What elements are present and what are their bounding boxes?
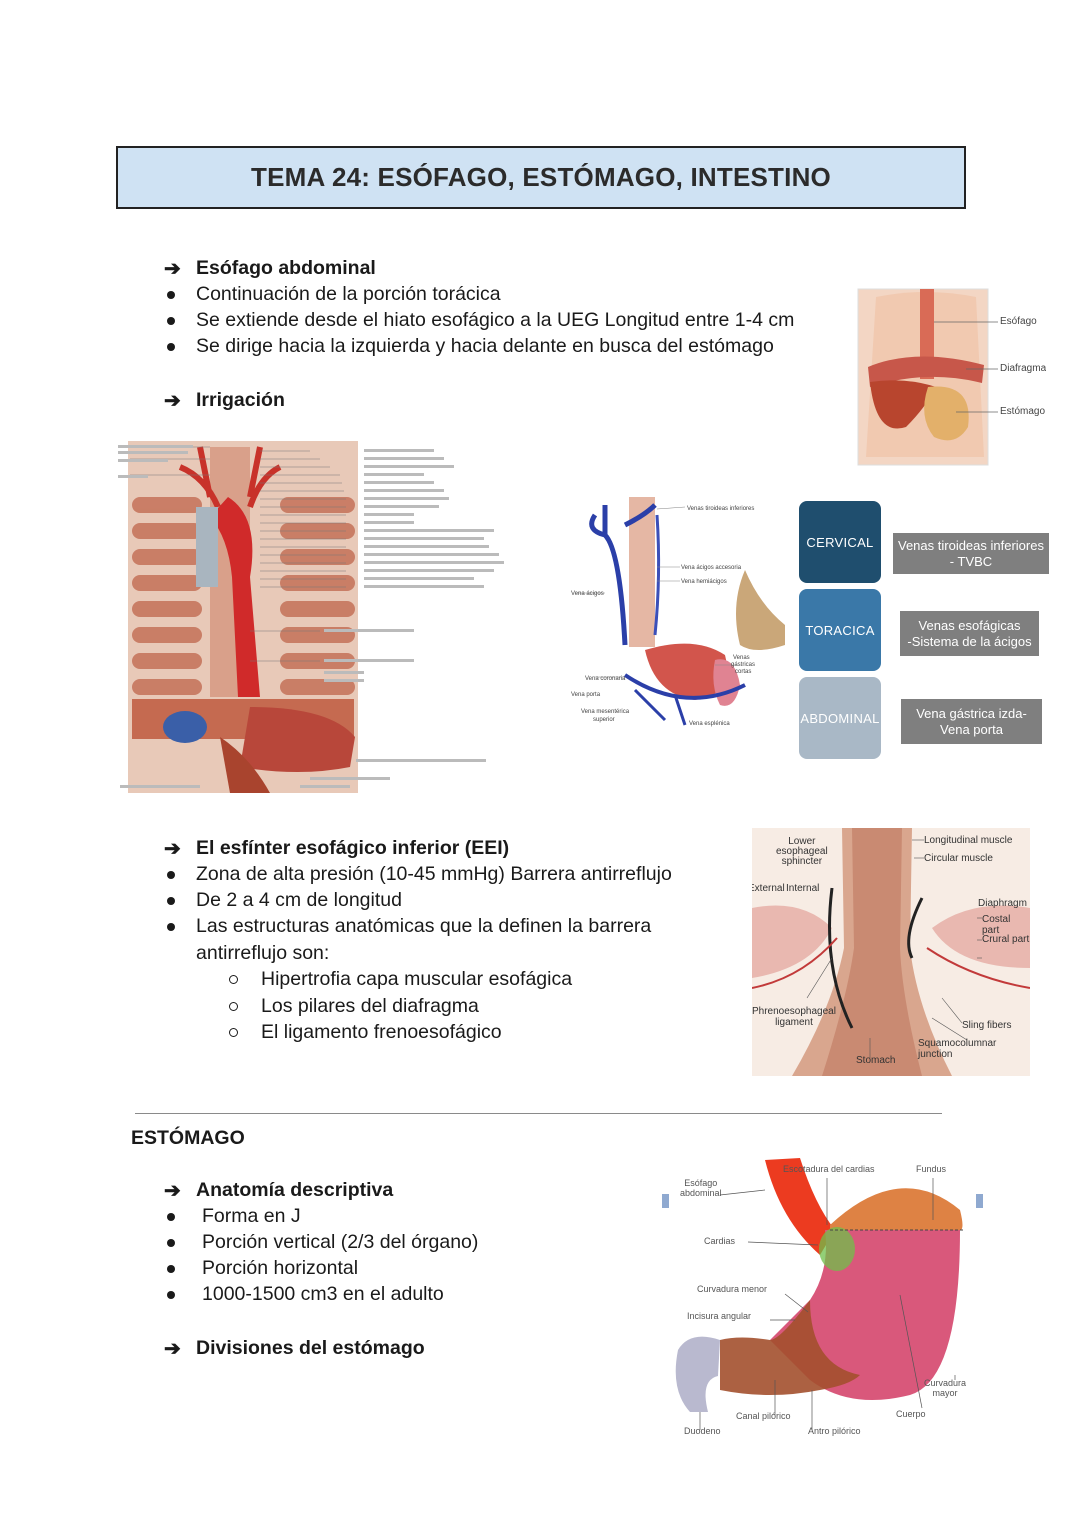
page-title: TEMA 24: ESÓFAGO, ESTÓMAGO, INTESTINO bbox=[251, 162, 831, 192]
eei-sub-bullet-2: Los pilares del diafragma bbox=[261, 995, 479, 1017]
svg-text:Vena mesentérica: Vena mesentérica bbox=[581, 709, 630, 715]
sub-bullet-icon bbox=[229, 975, 238, 984]
irrigacion-heading: Irrigación bbox=[196, 389, 285, 411]
svg-text:gástricas: gástricas bbox=[731, 662, 755, 668]
stomach-label-curv-menor: Curvadura menor bbox=[697, 1284, 768, 1294]
svg-text:Vena coronaria: Vena coronaria bbox=[585, 676, 626, 682]
estomago-bullet-1: Forma en J bbox=[202, 1205, 301, 1227]
bullet-icon bbox=[167, 1265, 175, 1273]
eei-label-circular: Circular muscle bbox=[924, 853, 993, 864]
bullet-icon bbox=[167, 317, 175, 325]
veins-toracica: Venas esofágicas -Sistema de la ácigos bbox=[900, 611, 1039, 656]
eei-sub-bullet-1: Hipertrofia capa muscular esofágica bbox=[261, 968, 573, 990]
stomach-label-canal: Canal pilórico bbox=[736, 1411, 791, 1421]
eei-label-lower-sphincter: Lower esophageal sphincter bbox=[776, 836, 828, 867]
bullet-icon bbox=[167, 343, 175, 351]
bullet-icon bbox=[167, 1213, 175, 1221]
arrow-icon: ➔ bbox=[164, 1338, 181, 1360]
bullet-icon bbox=[167, 897, 175, 905]
stomach-label-curv-mayor: Curvadura mayor bbox=[924, 1378, 967, 1398]
eei-bullet-3-cont: antirreflujo son: bbox=[196, 942, 330, 964]
stomach-label-escotadura: Escotadura del cardias bbox=[783, 1164, 875, 1174]
esofago-bullet-2: Se extiende desde el hiato esofágico a l… bbox=[196, 309, 795, 331]
svg-text:Venas tiroideas inferiores: Venas tiroideas inferiores bbox=[687, 506, 754, 512]
venous-irrigation-figure: Venas tiroideas inferiores Vena ácigos a… bbox=[565, 495, 790, 730]
bullet-icon bbox=[167, 1239, 175, 1247]
eei-anatomy-figure: Lower esophageal sphincter External Inte… bbox=[752, 828, 1030, 1076]
svg-text:Vena hemiácigos: Vena hemiácigos bbox=[681, 579, 727, 585]
estomago-bullet-3: Porción horizontal bbox=[202, 1257, 359, 1279]
svg-text:Venas: Venas bbox=[733, 655, 750, 661]
eei-label-crural: Crural part bbox=[982, 934, 1030, 945]
page-title-box: TEMA 24: ESÓFAGO, ESTÓMAGO, INTESTINO bbox=[116, 146, 966, 209]
arrow-icon: ➔ bbox=[164, 1180, 181, 1202]
eei-label-stomach: Stomach bbox=[856, 1055, 896, 1066]
eei-label-internal: Internal bbox=[786, 883, 820, 894]
estomago-heading: Anatomía descriptiva bbox=[196, 1179, 394, 1201]
figure-label-diafragma: Diafragma bbox=[1000, 363, 1046, 374]
svg-text:Vena porta: Vena porta bbox=[571, 692, 601, 698]
bullet-icon bbox=[167, 291, 175, 299]
stomach-label-esofago: Esófago abdominal bbox=[680, 1178, 722, 1198]
eei-label-phreno: Phrenoesophageal ligament bbox=[752, 1006, 836, 1028]
svg-text:cortas: cortas bbox=[735, 669, 751, 675]
eei-sub-bullet-3: El ligamento frenoesofágico bbox=[261, 1021, 502, 1043]
divisiones-heading: Divisiones del estómago bbox=[196, 1337, 425, 1359]
stomach-label-fundus: Fundus bbox=[916, 1164, 947, 1174]
sub-bullet-icon bbox=[229, 1028, 238, 1037]
eei-bullet-1: Zona de alta presión (10-45 mmHg) Barrer… bbox=[196, 863, 672, 885]
eei-label-diaphragm: Diaphragm bbox=[978, 898, 1027, 909]
arrow-icon: ➔ bbox=[164, 258, 181, 280]
veins-cervical: Venas tiroideas inferiores - TVBC bbox=[893, 533, 1049, 574]
svg-text:Vena esplénica: Vena esplénica bbox=[689, 721, 730, 727]
eei-label-external: External bbox=[752, 883, 785, 894]
svg-text:Vena ácigos: Vena ácigos bbox=[571, 591, 604, 597]
figure-label-esofago: Esófago bbox=[1000, 316, 1037, 327]
veins-abdominal: Vena gástrica izda- Vena porta bbox=[901, 699, 1042, 744]
eei-label-costal: Costal part bbox=[982, 914, 1011, 936]
eei-bullet-3: Las estructuras anatómicas que la define… bbox=[196, 915, 652, 937]
arterial-irrigation-figure bbox=[110, 437, 505, 797]
estomago-section-title: ESTÓMAGO bbox=[131, 1127, 245, 1149]
arrow-icon: ➔ bbox=[164, 838, 181, 860]
venous-level-abdominal: ABDOMINAL bbox=[799, 677, 881, 759]
estomago-bullet-2: Porción vertical (2/3 del órgano) bbox=[202, 1231, 479, 1253]
stomach-divisions-figure: Esófago abdominal Escotadura del cardias… bbox=[660, 1150, 990, 1445]
torso-esophagus-figure: Esófago Diafragma Estómago bbox=[856, 287, 1046, 467]
stomach-label-duodeno: Duodeno bbox=[684, 1426, 721, 1436]
eei-label-squamo: Squamocolumnar junction bbox=[918, 1038, 997, 1060]
stomach-label-incisura: Incisura angular bbox=[687, 1311, 752, 1321]
figure-label-estomago: Estómago bbox=[1000, 406, 1046, 417]
eei-heading: El esfínter esofágico inferior (EEI) bbox=[196, 837, 510, 859]
sub-bullet-icon bbox=[229, 1002, 238, 1011]
eei-label-longitudinal: Longitudinal muscle bbox=[924, 835, 1013, 846]
eei-label-sling: Sling fibers bbox=[962, 1020, 1012, 1031]
bullet-icon bbox=[167, 923, 175, 931]
arrow-icon: ➔ bbox=[164, 390, 181, 412]
esofago-bullet-3: Se dirige hacia la izquierda y hacia del… bbox=[196, 335, 774, 357]
stomach-label-cuerpo: Cuerpo bbox=[896, 1409, 926, 1419]
venous-level-toracica: TORACICA bbox=[799, 589, 881, 671]
bullet-icon bbox=[167, 871, 175, 879]
stomach-label-cardias: Cardias bbox=[704, 1236, 736, 1246]
section-divider bbox=[135, 1113, 942, 1114]
venous-level-cervical: CERVICAL bbox=[799, 501, 881, 583]
svg-text:superior: superior bbox=[593, 717, 615, 723]
stomach-label-antro: Antro pilórico bbox=[808, 1426, 861, 1436]
eei-bullet-2: De 2 a 4 cm de longitud bbox=[196, 889, 402, 911]
bullet-icon bbox=[167, 1291, 175, 1299]
svg-text:Vena ácigos accesoria: Vena ácigos accesoria bbox=[681, 565, 742, 571]
esofago-heading: Esófago abdominal bbox=[196, 257, 376, 279]
estomago-bullet-4: 1000-1500 cm3 en el adulto bbox=[202, 1283, 444, 1305]
esofago-bullet-1: Continuación de la porción torácica bbox=[196, 283, 501, 305]
